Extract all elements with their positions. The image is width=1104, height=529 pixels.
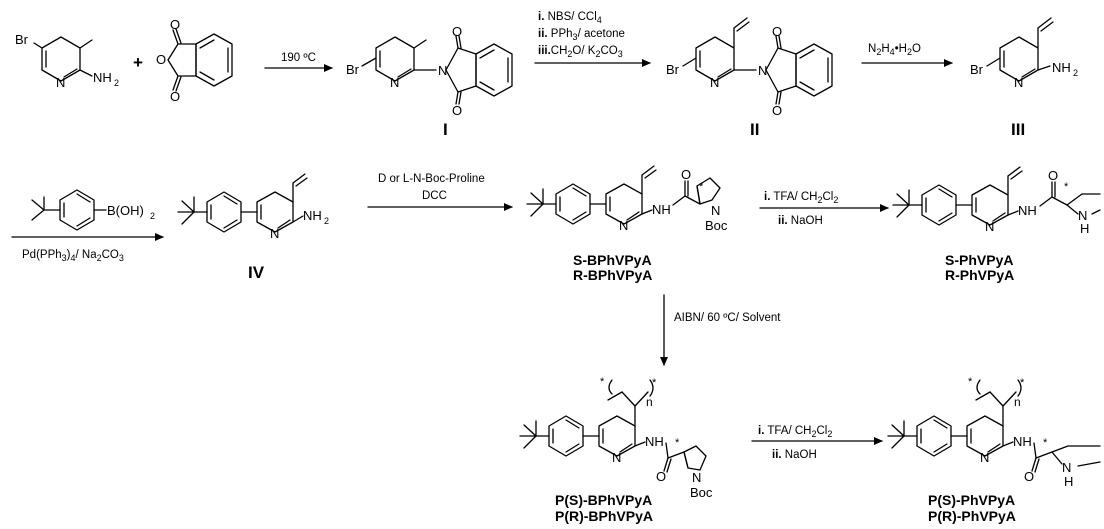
compound-III: Br N NH 2 [970, 17, 1078, 90]
svg-text:O: O [1024, 469, 1034, 484]
svg-text:*: * [675, 437, 680, 449]
svg-text:Boc: Boc [705, 218, 728, 233]
svg-text:NH: NH [652, 202, 671, 217]
svg-text:Br: Br [15, 32, 29, 47]
svg-text:*: * [1064, 181, 1069, 193]
svg-text:N: N [1014, 75, 1023, 90]
svg-text:N: N [710, 75, 719, 90]
label-IV: IV [248, 263, 265, 282]
polymer-structure: N NH O N H * * * n [887, 376, 1101, 489]
svg-text:NH: NH [645, 434, 664, 449]
svg-text:N: N [390, 75, 399, 90]
svg-text:2: 2 [324, 216, 329, 226]
svg-text:O: O [452, 24, 462, 39]
svg-text:O: O [1048, 168, 1058, 183]
svg-text:*: * [1020, 377, 1025, 389]
svg-text:H: H [1080, 221, 1089, 236]
svg-text:B(OH): B(OH) [107, 203, 144, 218]
svg-text:2: 2 [1073, 68, 1078, 78]
svg-text:N: N [692, 470, 701, 485]
cond-step2: i. NBS/ CCl4 ii. PPh3/ acetone iii.CH2O/… [538, 11, 625, 59]
svg-text:Br: Br [346, 62, 360, 77]
svg-text:O: O [656, 469, 666, 484]
svg-text:N: N [270, 226, 279, 241]
svg-text:O: O [170, 17, 180, 32]
phthalic-anhydride: O O O [156, 17, 233, 104]
compound-IV: N NH 2 [177, 173, 329, 241]
svg-text:n: n [646, 395, 653, 409]
svg-text:*: * [600, 376, 605, 388]
svg-text:N: N [612, 450, 621, 465]
svg-text:O: O [156, 52, 166, 67]
plus-sign: + [133, 53, 143, 72]
svg-text:NH: NH [1052, 60, 1071, 75]
svg-text:N: N [619, 218, 628, 233]
compound-II: Br N N O O [666, 17, 833, 118]
label-III: III [1011, 120, 1025, 139]
cond-step1: 190 ºC [281, 52, 316, 64]
svg-text:Boc: Boc [690, 485, 713, 500]
label-pr-phvpya: P(R)-PhVPyA [928, 508, 1016, 524]
svg-text:2: 2 [150, 211, 155, 221]
cond-step6-ii: ii. NaOH [778, 215, 823, 227]
svg-text:N: N [1062, 460, 1071, 475]
cond-polymerization: AIBN/ 60 ºC/ Solvent [674, 312, 781, 324]
cond-step4: Pd(PPh3)4/ Na2CO3 [22, 249, 124, 263]
svg-text:N: N [711, 203, 720, 218]
monomer-structure: N NH O N H * [892, 166, 1101, 236]
cond-step5-top: D or L-N-Boc-Proline [378, 173, 485, 185]
svg-text:2: 2 [114, 78, 119, 88]
label-r-phvpya: R-PhVPyA [945, 267, 1014, 283]
svg-text:iii.CH2O/ K2CO3: iii.CH2O/ K2CO3 [538, 45, 623, 59]
svg-text:Br: Br [666, 62, 680, 77]
svg-text:n: n [1014, 395, 1021, 409]
svg-text:*: * [968, 376, 973, 388]
svg-text:i. NBS/ CCl4: i. NBS/ CCl4 [538, 11, 602, 25]
label-s-phvpya: S-PhVPyA [945, 252, 1013, 268]
svg-text:NH: NH [1018, 203, 1037, 218]
svg-text:O: O [170, 89, 180, 104]
svg-text:H: H [1064, 474, 1073, 489]
svg-text:NH: NH [93, 70, 112, 85]
svg-text:O: O [772, 24, 782, 39]
svg-text:N: N [980, 450, 989, 465]
label-r-bphvpya: R-BPhVPyA [573, 267, 652, 283]
cond-step5-bottom: DCC [422, 190, 447, 202]
tbutylphenylboronic-acid: B(OH) 2 [31, 189, 155, 231]
svg-text:N: N [56, 75, 65, 90]
boc-polymer-structure: N NH O N Boc * * * n [519, 376, 713, 500]
svg-text:Br: Br [970, 62, 984, 77]
svg-text:ii. PPh3/ acetone: ii. PPh3/ acetone [538, 28, 625, 42]
cond-step7-i: i. TFA/ CH2Cl2 [758, 425, 832, 439]
cond-step3: N2H4•H2O [868, 43, 921, 57]
svg-text:N: N [438, 63, 447, 78]
label-s-bphvpya: S-BPhVPyA [573, 252, 652, 268]
label-ps-phvpya: P(S)-PhVPyA [928, 492, 1015, 508]
svg-text:O: O [772, 103, 782, 118]
svg-text:N: N [985, 219, 994, 234]
svg-text:O: O [452, 103, 462, 118]
svg-text:N: N [758, 63, 767, 78]
start-aminopyridine: Br N NH 2 [15, 32, 119, 90]
svg-text:N: N [1078, 208, 1087, 223]
label-I: I [443, 120, 448, 139]
svg-text:NH: NH [1013, 434, 1032, 449]
svg-text:*: * [652, 377, 657, 389]
cond-step6-i: i. TFA/ CH2Cl2 [764, 191, 838, 205]
svg-text:NH: NH [303, 208, 322, 223]
compound-I: Br N N O O [346, 24, 513, 118]
svg-text:*: * [1043, 437, 1048, 449]
cond-step7-ii: ii. NaOH [772, 449, 817, 461]
svg-text:O: O [681, 167, 691, 182]
label-pr-bphvpya: P(R)-BPhVPyA [555, 508, 653, 524]
boc-monomer-structure: N NH O N Boc * [526, 165, 728, 233]
label-ps-bphvpya: P(S)-BPhVPyA [555, 492, 652, 508]
label-II: II [750, 120, 759, 139]
svg-text:*: * [699, 181, 704, 193]
